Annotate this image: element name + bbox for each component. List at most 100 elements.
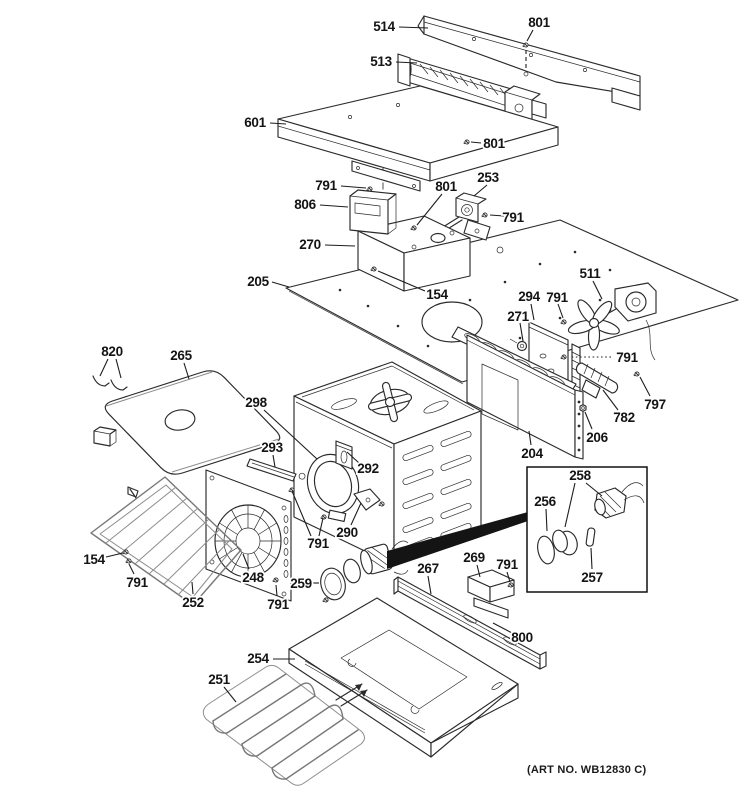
clips-820 (92, 375, 128, 391)
lamp-socket (360, 543, 393, 575)
part-label-265-23: 265 (170, 348, 192, 363)
leader-line-26 (263, 409, 318, 460)
part-label-601-3: 601 (244, 115, 266, 130)
leader-line-19 (602, 389, 619, 411)
leader-line-45 (564, 482, 576, 528)
leader-layer (99, 26, 651, 703)
fan-housing-270 (357, 215, 471, 292)
oven-rack-252 (90, 476, 242, 606)
part-label-269-36: 269 (463, 550, 485, 565)
leader-line-17 (519, 322, 524, 342)
leader-line-32 (242, 553, 250, 570)
leader-line-1 (526, 29, 534, 42)
bottom-panel-254 (288, 597, 519, 758)
part-label-791-9: 791 (502, 210, 524, 225)
control-box-806 (349, 189, 397, 235)
hex-nut-206 (579, 404, 587, 412)
bracket-290 (353, 488, 381, 511)
part-label-800-38: 800 (511, 630, 533, 645)
receptacle-block-207 (93, 426, 117, 447)
leader-line-28 (346, 451, 360, 464)
part-label-791-28: 791 (307, 536, 329, 551)
leader-line-35 (191, 581, 194, 595)
leader-line-40 (506, 571, 511, 583)
leader-line-38 (427, 575, 432, 595)
part-label-154-30: 154 (83, 552, 105, 567)
convection-fan-motor-511 (567, 282, 657, 361)
leader-line-39 (476, 564, 481, 578)
part-label-290-27: 290 (336, 525, 358, 540)
oven-cavity-body (246, 361, 482, 566)
bracket-269-800 (467, 569, 515, 619)
part-label-791-31: 791 (126, 575, 148, 590)
part-label-292-26: 292 (357, 461, 379, 476)
part-label-206-20: 206 (586, 430, 608, 445)
leader-line-20 (639, 376, 651, 397)
part-label-513-2: 513 (370, 54, 392, 69)
leader-line-3 (395, 61, 418, 64)
part-label-259-34: 259 (290, 576, 312, 591)
part-label-258-42: 258 (569, 468, 591, 483)
fan-blade (567, 299, 620, 351)
part-label-298-24: 298 (245, 395, 267, 410)
part-label-791-33: 791 (267, 597, 289, 612)
part-label-154-12: 154 (426, 287, 448, 302)
top-cover-601 (277, 85, 559, 192)
bake-element-251 (202, 664, 368, 786)
slide-rail-267 (393, 576, 547, 670)
leader-line-0 (398, 26, 429, 29)
part-label-801-1: 801 (528, 15, 550, 30)
leader-line-21 (584, 411, 593, 430)
part-label-293-25: 293 (261, 440, 283, 455)
strip-293 (246, 458, 297, 482)
leader-line-34 (128, 563, 135, 575)
leader-line-16 (557, 303, 564, 319)
inset-part-257 (585, 527, 596, 547)
screw-fasteners (122, 42, 640, 603)
part-label-791-37: 791 (496, 557, 518, 572)
part-label-205-11: 205 (247, 274, 269, 289)
leader-line-11 (324, 244, 356, 247)
part-label-797-19: 797 (644, 397, 666, 412)
leader-line-43 (223, 686, 237, 703)
leader-line-29 (350, 502, 362, 526)
leader-line-36 (275, 584, 278, 597)
part-label-251-40: 251 (208, 672, 230, 687)
leader-line-4 (269, 122, 287, 125)
part-label-801-7: 801 (435, 179, 457, 194)
leader-line-12 (271, 281, 290, 288)
detail-pointer-wedge (387, 512, 528, 569)
leader-line-9 (473, 184, 488, 197)
part-label-252-32: 252 (182, 595, 204, 610)
part-label-271-16: 271 (507, 309, 529, 324)
leader-line-24 (115, 358, 122, 379)
part-label-791-15: 791 (546, 290, 568, 305)
leader-line-14 (592, 280, 603, 300)
convection-panel-248 (205, 469, 292, 602)
leader-line-7 (319, 204, 349, 208)
leader-line-23 (99, 358, 109, 377)
art-number: (ART NO. WB12830 C) (527, 764, 647, 776)
latch-motor-253 (400, 192, 491, 257)
leader-line-30 (291, 490, 312, 537)
part-label-820-22: 820 (101, 344, 123, 359)
leader-line-41 (492, 622, 513, 634)
part-label-791-17: 791 (616, 350, 638, 365)
part-label-256-41: 256 (534, 494, 556, 509)
clip-250 (127, 486, 139, 499)
part-label-791-5: 791 (315, 178, 337, 193)
part-label-267-35: 267 (417, 561, 439, 576)
part-label-270-10: 270 (299, 237, 321, 252)
terminal-block-782 (575, 362, 619, 399)
element-ring-298 (298, 453, 360, 522)
leader-line-22 (528, 430, 532, 446)
leader-line-33 (105, 552, 124, 558)
part-label-782-18: 782 (613, 410, 635, 425)
bracket-292 (335, 440, 353, 470)
top-fan-cutout (367, 381, 413, 423)
leader-line-46 (585, 482, 603, 497)
grommet-271 (509, 338, 528, 352)
leader-line-15 (530, 303, 535, 321)
